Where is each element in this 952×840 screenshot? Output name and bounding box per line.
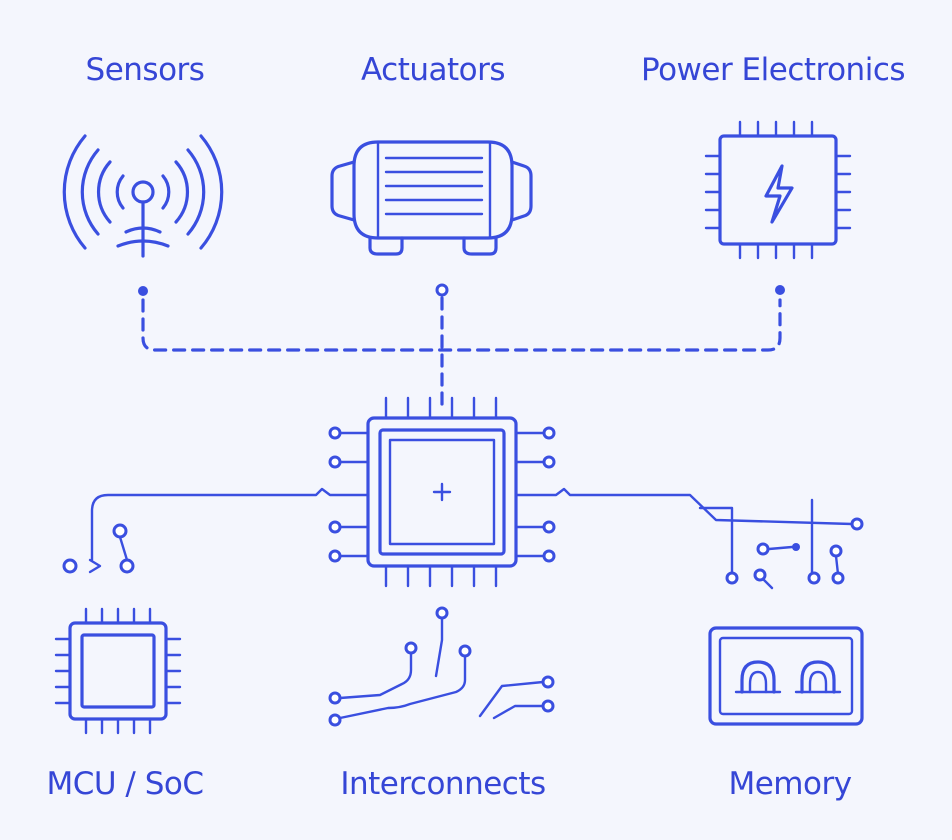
mcu-chip-icon [54,607,182,735]
label-actuators: Actuators [360,52,506,88]
dashed-connectors [138,283,785,407]
label-sensors: Sensors [85,52,205,88]
memory-icon [708,626,864,726]
motor-icon [330,140,533,256]
label-power-electronics: Power Electronics [640,52,906,88]
left-trace [62,487,370,574]
power-chip-icon [704,120,852,260]
label-memory: Memory [728,766,852,802]
interconnect-traces [328,606,555,727]
central-chip-icon [328,396,556,588]
label-interconnects: Interconnects [340,766,546,802]
right-trace [514,487,864,590]
sensor-icon [62,134,224,258]
label-mcu-soc: MCU / SoC [46,766,204,802]
